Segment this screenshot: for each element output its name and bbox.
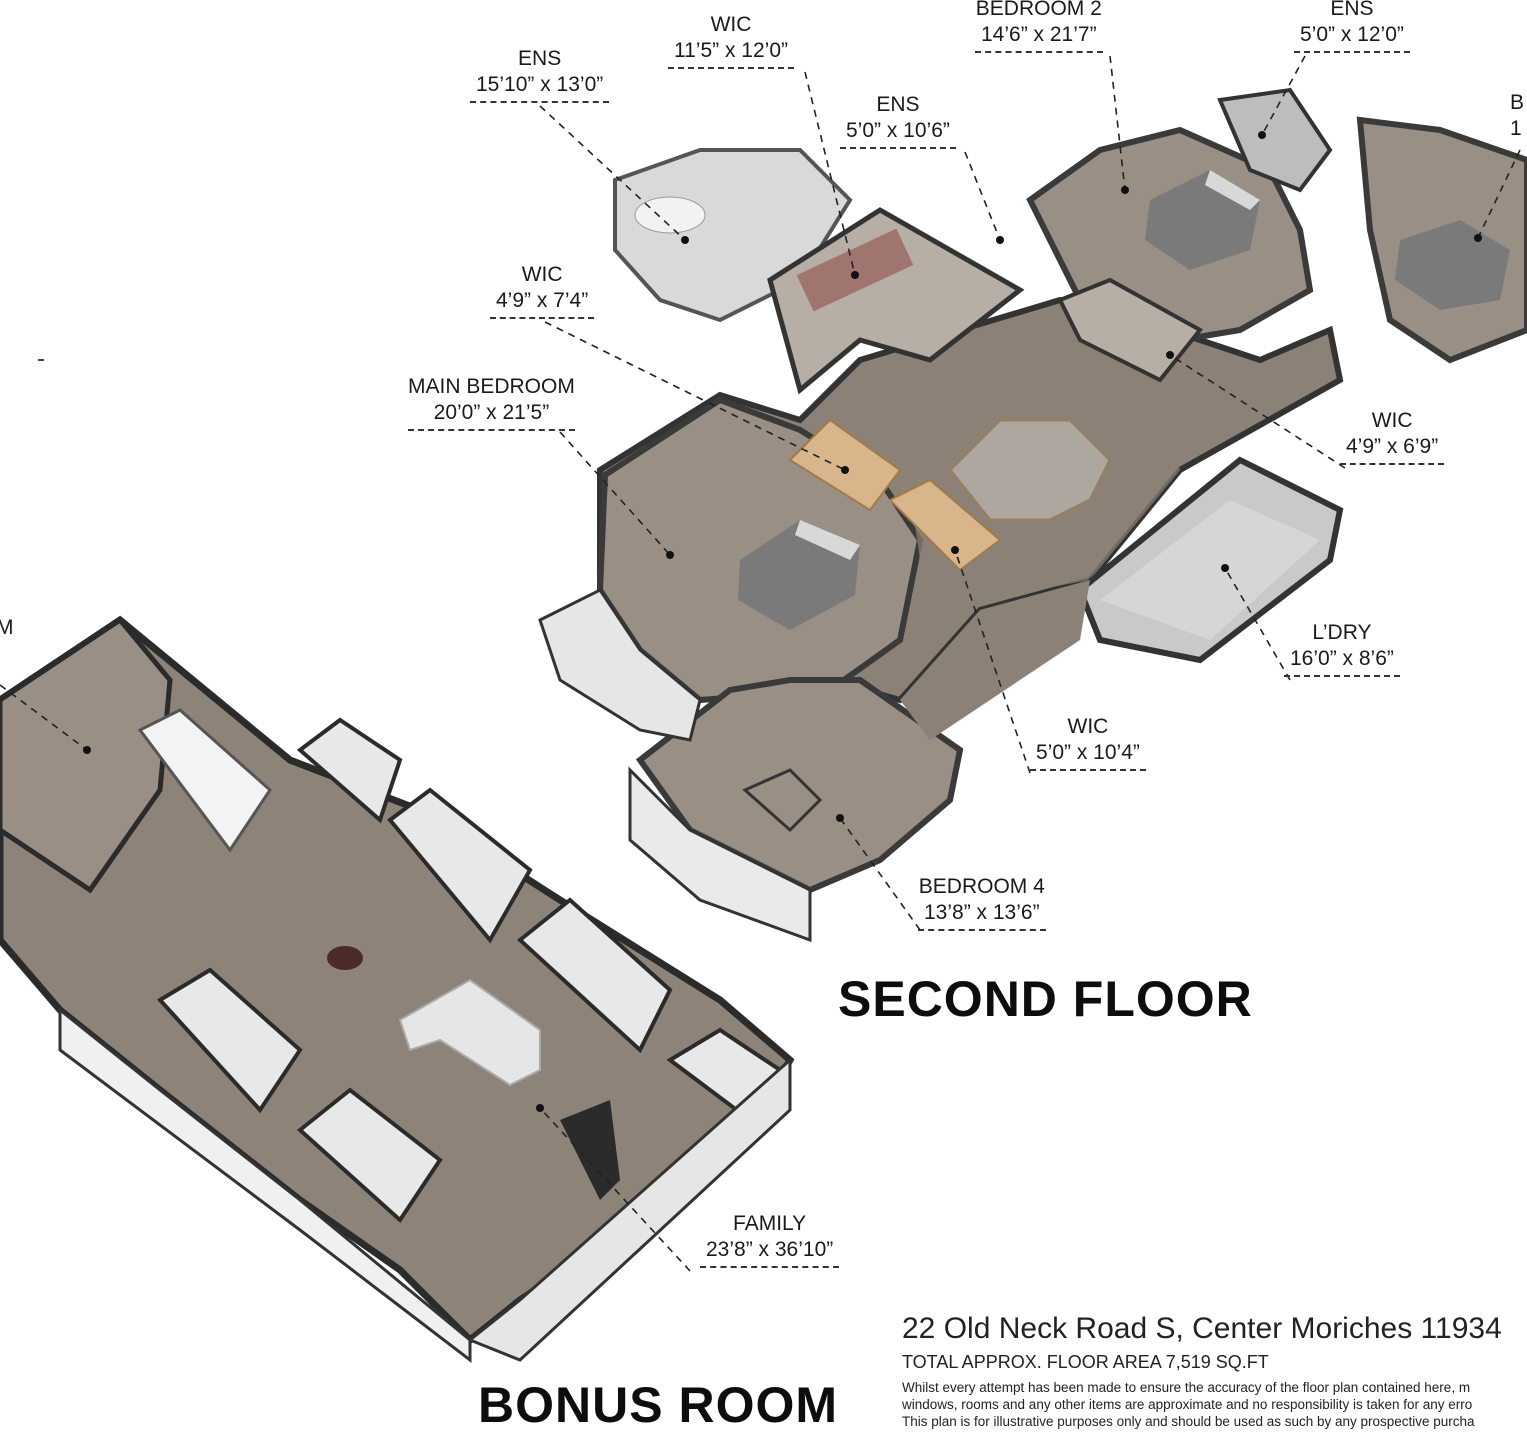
room-dimensions: 5’0” x 10’4” [1030,740,1146,771]
room-name: FAMILY [733,1212,807,1235]
room-name: ENS [518,47,562,70]
room-name: ENS [1330,0,1374,20]
room-dimensions: 20’0” x 21’5” [408,400,575,431]
room-name: L’DRY [1312,621,1372,644]
second-floor-plan [538,87,1527,943]
property-info: 22 Old Neck Road S, Center Moriches 1193… [902,1312,1527,1430]
room-dimensions: 14’6” x 21’7” [975,22,1103,53]
room-name: B [1510,91,1525,114]
room-dimensions: 11’5” x 12’0” [668,38,795,69]
room-label-family: FAMILY 23’8” x 36’10” [700,1211,840,1268]
room-name: M [0,616,14,639]
room-name: WIC [710,13,752,36]
room-name: WIC [521,263,563,286]
room-label-laundry: L’DRY 16’0” x 8’6” [1284,620,1400,677]
disclaimer-line-3: This plan is for illustrative purposes o… [902,1414,1475,1429]
room-dimensions: 1 [1510,117,1522,141]
bonus-room-plan [0,615,795,1364]
room-dimensions: 13’8” x 13’6” [918,900,1046,931]
room-dimensions: 15’10” x 13’0” [470,72,610,103]
room-dimensions: 23’8” x 36’10” [700,1237,840,1268]
room-label-wic-main: WIC 11’5” x 12’0” [668,12,795,69]
room-dimensions: 4’9” x 7’4” [490,288,595,319]
room-name: BEDROOM 4 [918,875,1045,898]
disclaimer-line-1: Whilst every attempt has been made to en… [902,1380,1471,1395]
room-name: MAIN BEDROOM [408,375,575,398]
property-address: 22 Old Neck Road S, Center Moriches 1193… [902,1312,1502,1345]
room-dimensions: 5’0” x 12’0” [1294,22,1410,53]
room-label-main-bedroom: MAIN BEDROOM 20’0” x 21’5” [408,374,575,431]
room-label-bedroom-2: BEDROOM 2 14’6” x 21’7” [975,0,1103,53]
room-dimensions: 16’0” x 8’6” [1284,646,1400,677]
total-floor-area: TOTAL APPROX. FLOOR AREA 7,519 SQ.FT [902,1352,1269,1372]
room-label-bonus-partial: M [0,615,14,641]
title-second-floor: SECOND FLOOR [838,971,1253,1027]
room-label-ens-top-right: ENS 5’0” x 12’0” [1294,0,1410,53]
room-label-bedroom-3-partial: B 1 [1510,90,1524,143]
room-center-dots [83,131,1482,1112]
room-label-wic-small: WIC 4’9” x 7’4” [490,262,595,319]
room-dimensions: 5’0” x 10’6” [840,118,956,149]
disclaimer-line-2: windows, rooms and any other items are a… [902,1397,1473,1412]
room-name: WIC [1067,715,1109,738]
room-label-ens-mid: ENS 5’0” x 10’6” [840,92,956,149]
room-dimensions: 4’9” x 6’9” [1340,434,1445,465]
room-label-wic-right: WIC 4’9” x 6’9” [1340,408,1445,465]
room-name: WIC [1371,409,1413,432]
room-label-wic-hall: WIC 5’0” x 10’4” [1030,714,1146,771]
room-name: ENS [876,93,920,116]
room-label-ens-main: ENS 15’10” x 13’0” [470,46,610,103]
room-name: BEDROOM 2 [975,0,1102,20]
title-bonus-room: BONUS ROOM [478,1377,838,1433]
leader-lines [0,55,1521,1272]
room-label-bedroom-4: BEDROOM 4 13’8” x 13’6” [918,874,1046,931]
